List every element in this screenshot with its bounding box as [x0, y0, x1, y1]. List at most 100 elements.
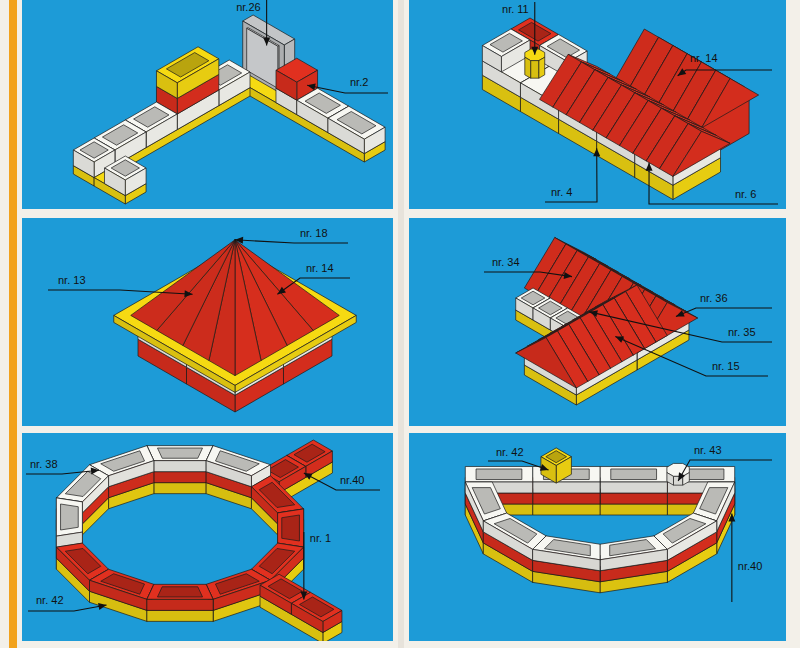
brick-face [177, 59, 219, 99]
leader-line [304, 473, 380, 490]
blue-panel [409, 218, 786, 426]
callout-number: nr.2 [350, 76, 368, 89]
leader-line [649, 163, 778, 204]
brick-face [156, 71, 177, 99]
brick-face [533, 308, 550, 330]
arrowhead [277, 287, 286, 295]
brick [229, 64, 385, 162]
brick [156, 47, 218, 99]
arrowhead [307, 83, 316, 90]
brick-top [56, 498, 82, 536]
leader-lines [26, 0, 778, 611]
brick-face [600, 549, 667, 570]
brick-face [482, 46, 501, 72]
brick-face [147, 599, 213, 610]
leader-line [48, 290, 193, 294]
arrowhead [676, 310, 685, 316]
brick-hollow [521, 291, 545, 305]
brick-top [147, 584, 213, 599]
brick-face [146, 114, 177, 148]
callout-number: nr. 11 [502, 3, 529, 16]
brick-face [154, 461, 206, 472]
brick [131, 240, 340, 376]
brick [105, 156, 147, 196]
callout-number: nr. 38 [30, 458, 58, 471]
brick [482, 29, 530, 72]
callout-number: nr. 35 [728, 326, 756, 339]
brick-models [56, 15, 758, 644]
arrowhead [564, 272, 572, 279]
leader-line [545, 148, 597, 202]
arrowhead [91, 468, 99, 475]
brick [541, 448, 571, 483]
callout-number: nr. 13 [58, 274, 86, 287]
brick-face [667, 521, 716, 560]
arrowhead [235, 237, 243, 244]
arrowhead [540, 464, 549, 471]
arrowhead [646, 163, 653, 171]
brick [600, 536, 667, 571]
brick-face [533, 549, 600, 570]
brick [147, 457, 213, 483]
brick [206, 446, 270, 487]
brick-face [235, 240, 261, 376]
leader-line [307, 85, 388, 93]
brick-face [600, 482, 667, 493]
brick-face [206, 461, 251, 487]
brick-face [276, 70, 297, 100]
callout-number: nr.26 [236, 1, 260, 14]
brick-hollow [111, 160, 139, 176]
brick [291, 592, 341, 632]
leader-line [235, 240, 348, 243]
brick [660, 124, 730, 177]
brick-top [278, 509, 304, 547]
brick-face [251, 487, 277, 524]
brick [687, 70, 758, 128]
brick-face [600, 493, 667, 504]
brick-face [131, 240, 235, 331]
callout-number: nr. 43 [694, 444, 722, 457]
brick-hollow [80, 142, 108, 158]
brick-face [533, 504, 600, 515]
brick-top [465, 466, 532, 482]
leader-line [26, 470, 99, 474]
callout-number: nr. 14 [306, 262, 334, 275]
panel-group [22, 0, 786, 641]
brick-face [219, 72, 250, 106]
brick-face [154, 472, 206, 483]
blue-panel [22, 218, 393, 426]
brick [328, 106, 385, 153]
callout-number: nr. 34 [492, 256, 520, 269]
leader-line [303, 532, 304, 600]
brick-face [683, 473, 690, 486]
brick-face [531, 61, 539, 79]
callout-number: nr.40 [738, 560, 762, 573]
leader-line [676, 308, 772, 317]
arrowhead [184, 290, 192, 297]
brick-hollow [539, 301, 563, 315]
brick-model [73, 15, 385, 204]
leader-line [678, 460, 772, 481]
brick-top [600, 466, 667, 482]
arrowhead [304, 473, 313, 480]
brick-face [328, 118, 364, 153]
brick-face [247, 28, 278, 88]
brick-face [465, 482, 483, 532]
brick-face [147, 610, 213, 621]
brick-face [516, 338, 577, 389]
leader-line [484, 272, 572, 277]
brick-top [147, 446, 213, 461]
callout-number: nr. 14 [690, 52, 718, 65]
brick-hollow [157, 587, 202, 597]
leader-line [488, 461, 549, 470]
brick-face [516, 298, 533, 320]
blue-panel [22, 0, 393, 209]
arrowhead [593, 148, 600, 156]
callout-number: nr. 42 [36, 594, 64, 607]
brick-face [260, 585, 291, 614]
brick-face [673, 131, 730, 176]
brick-face [109, 461, 154, 487]
brick [247, 28, 279, 89]
brick-face [533, 493, 600, 504]
